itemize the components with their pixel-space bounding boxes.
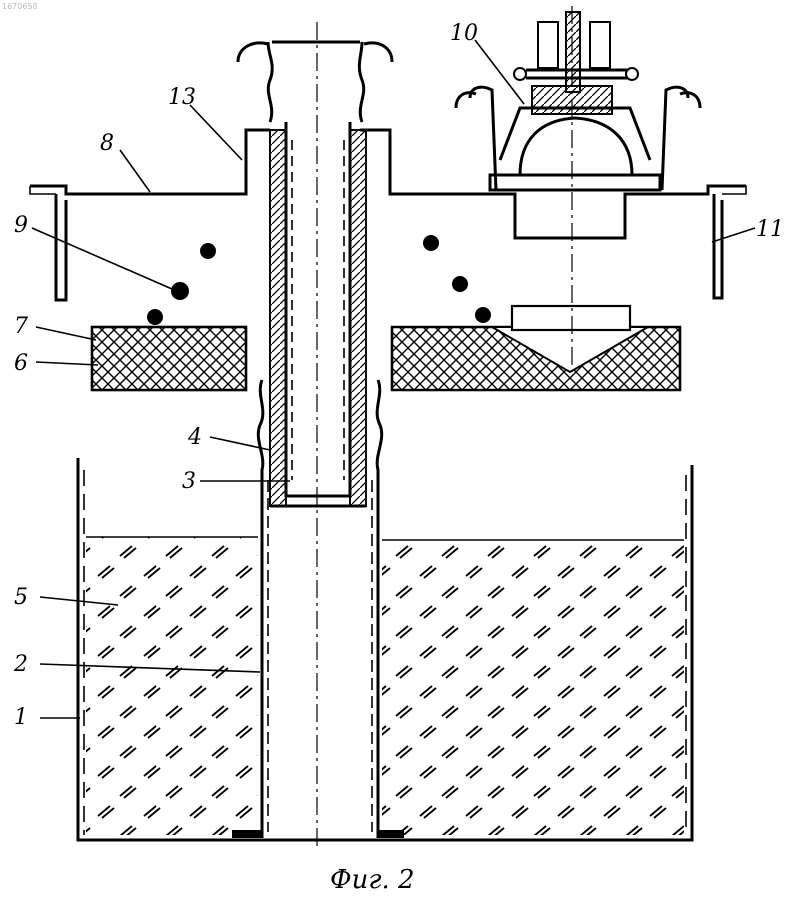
porous-plates (92, 306, 680, 390)
label-3: 3 (182, 469, 196, 494)
top-neck (238, 42, 392, 122)
balls (147, 235, 491, 325)
label-8: 8 (100, 131, 114, 156)
insert-tube (270, 122, 366, 506)
label-6: 6 (14, 351, 28, 376)
label-5: 5 (14, 585, 28, 610)
label-4: 4 (187, 425, 202, 450)
label-10: 10 (450, 21, 478, 46)
liquid-fill (86, 537, 684, 835)
label-1: 1 (14, 705, 28, 730)
label-11: 11 (756, 217, 784, 242)
label-13: 13 (168, 85, 196, 110)
unit-10 (456, 12, 700, 190)
label-7: 7 (14, 314, 28, 339)
label-9: 9 (14, 213, 28, 238)
figure-caption: Фиг. 2 (330, 865, 415, 895)
label-2: 2 (13, 652, 28, 677)
corner-mark: 1670658 (2, 2, 38, 11)
